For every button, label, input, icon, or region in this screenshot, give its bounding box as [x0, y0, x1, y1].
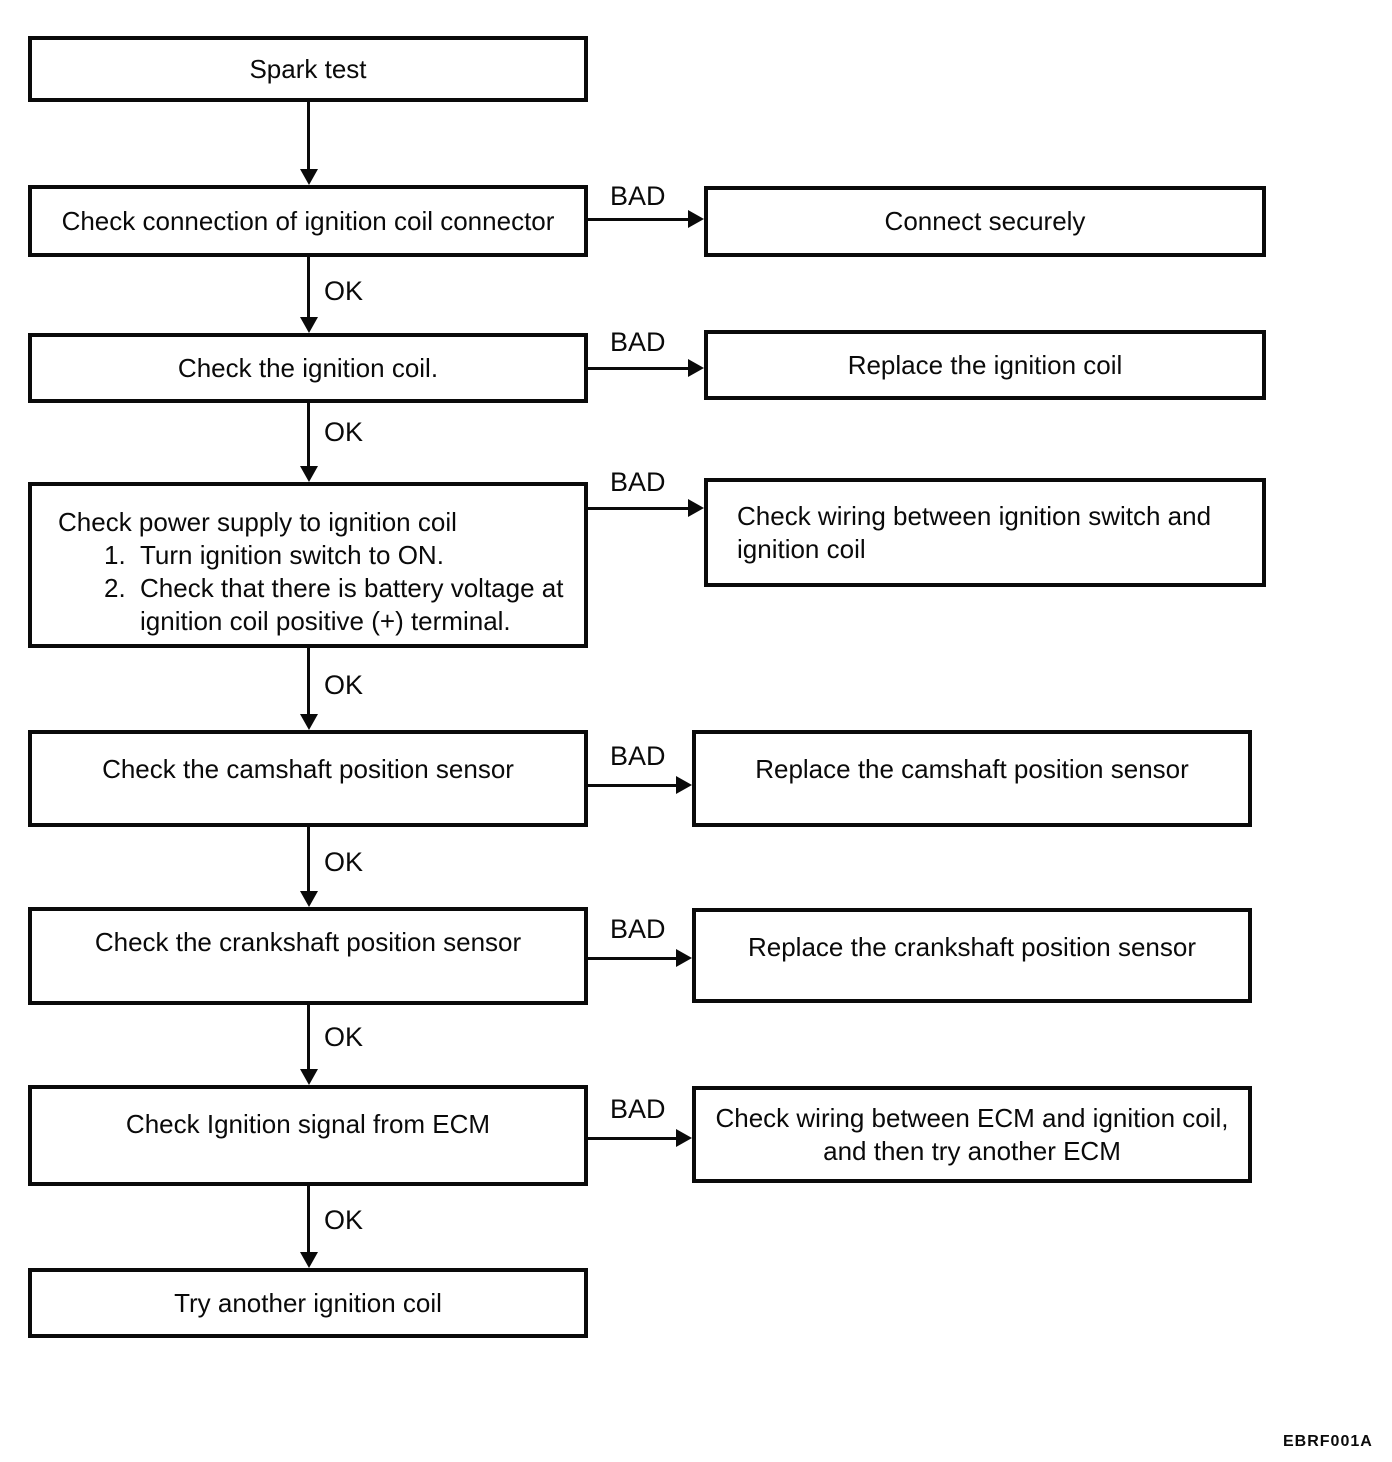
- node-replace-ignition-coil: Replace the ignition coil: [704, 330, 1266, 400]
- node-check-connection-label: Check connection of ignition coil connec…: [61, 205, 555, 236]
- node-spark-test-label: Spark test: [249, 53, 367, 84]
- ok-label: OK: [324, 1022, 364, 1052]
- node-check-wiring-switch-coil-line1: Check wiring between ignition switch and: [737, 500, 1212, 531]
- node-check-wiring-ecm-coil: Check wiring between ECM and ignition co…: [692, 1086, 1252, 1183]
- connector-step6-to-end: [307, 1186, 310, 1254]
- node-check-ignition-coil: Check the ignition coil.: [28, 333, 588, 403]
- connector-step3-to-step4: [307, 648, 310, 716]
- node-check-camshaft-sensor: Check the camshaft position sensor: [28, 730, 588, 827]
- arrowhead-right-icon: [676, 776, 692, 794]
- arrowhead-down-icon: [300, 466, 318, 482]
- power-supply-title: Check power supply to ignition coil: [58, 507, 457, 537]
- node-check-wiring-switch-coil: Check wiring between ignition switch and…: [704, 478, 1266, 587]
- arrowhead-right-icon: [688, 359, 704, 377]
- node-connect-securely-label: Connect securely: [884, 206, 1086, 236]
- node-replace-camshaft-sensor-label: Replace the camshaft position sensor: [755, 754, 1189, 784]
- node-replace-camshaft-sensor: Replace the camshaft position sensor: [692, 730, 1252, 827]
- power-supply-item-2-number: 2.: [104, 573, 126, 603]
- node-check-wiring-ecm-coil-line1: Check wiring between ECM and ignition co…: [715, 1102, 1229, 1133]
- node-check-power-supply: Check power supply to ignition coil 1. T…: [28, 482, 588, 648]
- arrowhead-down-icon: [300, 1069, 318, 1085]
- arrowhead-right-icon: [676, 1129, 692, 1147]
- ok-label: OK: [324, 1205, 364, 1235]
- ok-label: OK: [324, 847, 364, 877]
- arrowhead-right-icon: [688, 499, 704, 517]
- connector-step4-bad: [588, 784, 676, 787]
- arrowhead-right-icon: [676, 949, 692, 967]
- power-supply-item-2-text-line1: Check that there is battery voltage at: [140, 573, 564, 603]
- connector-step6-bad: [588, 1137, 676, 1140]
- connector-step2-bad: [588, 367, 688, 370]
- bad-label: BAD: [610, 914, 666, 944]
- node-check-wiring-switch-coil-line2: ignition coil: [737, 533, 866, 564]
- figure-code: EBRF001A: [1283, 1433, 1373, 1450]
- node-check-camshaft-sensor-label: Check the camshaft position sensor: [102, 754, 514, 784]
- arrowhead-down-icon: [300, 317, 318, 333]
- ok-label: OK: [324, 276, 364, 306]
- node-connect-securely: Connect securely: [704, 186, 1266, 257]
- power-supply-item-2-text-line2: ignition coil positive (+) terminal.: [140, 606, 511, 636]
- arrowhead-down-icon: [300, 1252, 318, 1268]
- node-try-another-coil: Try another ignition coil: [28, 1268, 588, 1338]
- ok-label: OK: [324, 417, 364, 447]
- connector-step1-to-step2: [307, 257, 310, 319]
- node-check-crankshaft-sensor: Check the crankshaft position sensor: [28, 907, 588, 1005]
- node-check-wiring-ecm-coil-line2: and then try another ECM: [823, 1135, 1121, 1166]
- arrowhead-right-icon: [688, 210, 704, 228]
- connector-step5-bad: [588, 957, 676, 960]
- node-check-connection: Check connection of ignition coil connec…: [28, 185, 588, 257]
- ok-label: OK: [324, 670, 364, 700]
- bad-label: BAD: [610, 327, 666, 357]
- node-spark-test: Spark test: [28, 36, 588, 102]
- node-try-another-coil-label: Try another ignition coil: [174, 1287, 442, 1318]
- connector-start-to-step1: [307, 102, 310, 172]
- bad-label: BAD: [610, 467, 666, 497]
- power-supply-item-1: 1. Turn ignition switch to ON.: [104, 539, 576, 572]
- power-supply-item-1-text: Turn ignition switch to ON.: [140, 540, 444, 570]
- connector-step5-to-step6: [307, 1005, 310, 1071]
- node-check-crankshaft-sensor-label: Check the crankshaft position sensor: [94, 927, 522, 957]
- bad-label: BAD: [610, 741, 666, 771]
- connector-step2-to-step3: [307, 403, 310, 468]
- node-check-ignition-coil-label: Check the ignition coil.: [177, 352, 439, 383]
- connector-step4-to-step5: [307, 827, 310, 893]
- bad-label: BAD: [610, 1094, 666, 1124]
- node-check-ecm-signal: Check Ignition signal from ECM: [28, 1085, 588, 1186]
- arrowhead-down-icon: [300, 891, 318, 907]
- power-supply-item-1-number: 1.: [104, 540, 126, 570]
- node-replace-crankshaft-sensor-label: Replace the crankshaft position sensor: [747, 932, 1197, 962]
- bad-label: BAD: [610, 181, 666, 211]
- arrowhead-down-icon: [300, 714, 318, 730]
- arrowhead-down-icon: [300, 169, 318, 185]
- connector-step3-bad: [588, 507, 688, 510]
- node-check-ecm-signal-label: Check Ignition signal from ECM: [125, 1109, 491, 1139]
- node-replace-crankshaft-sensor: Replace the crankshaft position sensor: [692, 908, 1252, 1003]
- connector-step1-bad: [588, 218, 688, 221]
- node-replace-ignition-coil-label: Replace the ignition coil: [847, 349, 1123, 380]
- power-supply-item-2: 2. Check that there is battery voltage a…: [104, 572, 576, 638]
